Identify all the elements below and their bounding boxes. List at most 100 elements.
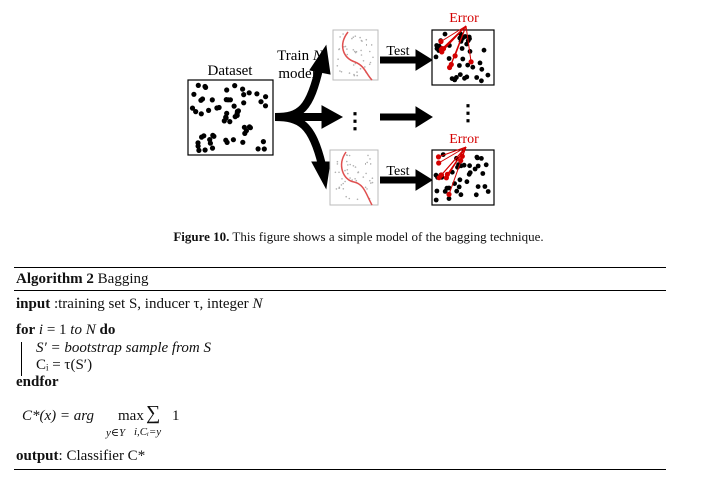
scatter-point [459, 46, 465, 51]
scatter-point [343, 46, 345, 48]
scatter-point [338, 48, 340, 51]
scatter-point [224, 110, 230, 116]
model-box-top [332, 29, 379, 81]
bagging-diagram: Dataset Train N models · · · · ⋮ ⋮ Test … [187, 11, 495, 206]
scatter-point [475, 184, 481, 190]
scatter-point [334, 171, 337, 174]
scatter-point [454, 188, 460, 194]
scatter-point [461, 162, 467, 168]
scatter-point [263, 94, 269, 100]
scatter-point [474, 75, 480, 80]
error-line [438, 146, 467, 164]
scatter-point [198, 111, 204, 117]
scatter-point [335, 188, 338, 190]
scatter-point [434, 188, 440, 194]
dataset-label: Dataset [208, 63, 254, 79]
error-point [458, 158, 464, 164]
scatter-point [354, 166, 357, 168]
scatter-point [346, 160, 348, 163]
scatter-point [240, 86, 246, 92]
scatter-point [449, 76, 455, 81]
scatter-point [365, 38, 368, 41]
scatter-point [457, 72, 463, 77]
error-line [446, 146, 467, 175]
scatter-point [360, 54, 363, 56]
scatter-point [369, 158, 371, 160]
scatter-point [193, 109, 199, 115]
scatter-point [255, 146, 261, 152]
scatter-point [446, 196, 452, 202]
middle-ellipsis-right: ⋮ [457, 100, 479, 125]
caption-text: This figure shows a simple model of the … [229, 229, 544, 244]
scatter-point [482, 184, 488, 189]
scatter-point [368, 63, 371, 66]
scatter-point [260, 139, 266, 145]
algorithm-title-rule [14, 290, 666, 291]
scatter-point [465, 62, 471, 68]
algorithm-inducer-line: Cᵢ = τ(S′) [36, 357, 93, 373]
scatter-point [349, 177, 351, 179]
scatter-point [246, 90, 252, 96]
scatter-point [460, 56, 466, 62]
scatter-point [362, 176, 365, 178]
scatter-point [467, 163, 472, 169]
scatter-point [231, 103, 237, 109]
scatter-point [225, 97, 231, 103]
scatter-point [199, 96, 206, 102]
scatter-point [371, 181, 374, 184]
scatter-point [351, 179, 354, 181]
scatter-point [457, 63, 462, 68]
error-line [440, 25, 467, 42]
scatter-point [246, 124, 253, 130]
scatter-point [337, 58, 339, 60]
scatter-point [346, 169, 349, 171]
error-point [448, 61, 454, 68]
algorithm-top-rule [14, 267, 666, 268]
error-point [436, 175, 442, 181]
scatter-point [485, 72, 491, 78]
scatter-point [456, 184, 462, 190]
scatter-point [345, 195, 348, 198]
scatter-point [364, 186, 367, 189]
scatter-point [339, 36, 341, 38]
scatter-point [234, 112, 240, 118]
scatter-point [352, 36, 355, 38]
error-point [435, 154, 442, 160]
scatter-point [336, 65, 339, 67]
scatter-point [240, 139, 246, 145]
scatter-point [361, 40, 363, 42]
error-point [439, 49, 445, 55]
scatter-point [241, 92, 247, 98]
scatter-point [344, 180, 346, 183]
scatter-point [346, 154, 349, 157]
scatter-point [356, 74, 359, 77]
scatter-point [189, 105, 196, 111]
scatter-point [433, 54, 439, 60]
scatter-point [347, 172, 349, 175]
scatter-point [254, 91, 260, 97]
scatter-point [362, 60, 365, 62]
model-top-curve [341, 31, 373, 81]
test-label-bottom: Test [386, 164, 409, 179]
scatter-point [232, 83, 238, 89]
result-bottom-points [433, 146, 491, 203]
scatter-point [480, 171, 486, 176]
scatter-point [357, 171, 360, 173]
scatter-point [369, 50, 371, 53]
algorithm-formula: C*(x) = arg max y∈Y ∑ i,Cᵢ=y 1 [22, 402, 180, 439]
loop-indent-bar [21, 342, 22, 376]
middle-ellipsis-left: ⋮ [344, 108, 366, 133]
scatter-point [336, 160, 339, 163]
scatter-point [338, 171, 340, 174]
algorithm-input-line: input :training set S, inducer τ, intege… [16, 296, 263, 312]
scatter-point [209, 97, 215, 103]
error-point [446, 191, 452, 197]
scatter-point [261, 146, 267, 152]
dataset-box [187, 79, 274, 156]
error-line [438, 146, 467, 179]
scatter-point [473, 192, 479, 198]
scatter-point [210, 132, 216, 138]
scatter-point [475, 155, 480, 161]
scatter-point [352, 64, 355, 66]
scatter-point [475, 163, 481, 169]
